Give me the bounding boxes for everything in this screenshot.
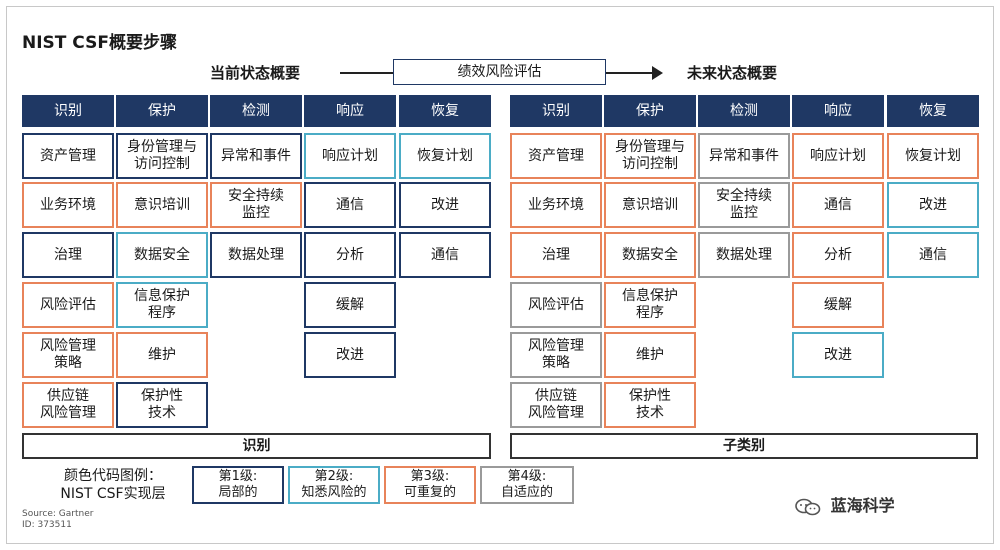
right-cell: 缓解 [792,282,884,328]
right-cell: 业务环境 [510,182,602,228]
right-cell: 改进 [887,182,979,228]
legend-tier-1: 第1级: 局部的 [192,466,284,504]
left-cell: 风险评估 [22,282,114,328]
slide-frame [6,6,994,544]
left-cell: 数据处理 [210,232,302,278]
arrow-left-segment [340,72,393,74]
assessment-box: 绩效风险评估 [393,59,606,85]
left-cell: 数据安全 [116,232,208,278]
future-state-label: 未来状态概要 [687,64,778,82]
arrow-right-icon [652,66,663,80]
left-header-3: 检测 [210,95,302,127]
right-cell: 风险管理 策略 [510,332,602,378]
right-cell: 改进 [792,332,884,378]
left-cell: 缓解 [304,282,396,328]
left-cell: 风险管理 策略 [22,332,114,378]
legend-tier-3: 第3级: 可重复的 [384,466,476,504]
right-cell: 异常和事件 [698,133,790,179]
right-cell: 数据安全 [604,232,696,278]
left-cell: 身份管理与 访问控制 [116,133,208,179]
wechat-icon [795,498,821,516]
right-cell: 分析 [792,232,884,278]
left-cell: 改进 [304,332,396,378]
brand-text: 蓝海科学 [830,496,895,515]
legend-tier-4: 第4级: 自适应的 [480,466,574,504]
right-cell: 安全持续 监控 [698,182,790,228]
legend-tier-2: 第2级: 知悉风险的 [288,466,380,504]
left-cell: 分析 [304,232,396,278]
left-cell: 恢复计划 [399,133,491,179]
right-cell: 信息保护 程序 [604,282,696,328]
left-cell: 响应计划 [304,133,396,179]
left-cell: 通信 [399,232,491,278]
left-cell: 异常和事件 [210,133,302,179]
right-cell: 恢复计划 [887,133,979,179]
left-cell: 改进 [399,182,491,228]
right-header-5: 恢复 [887,95,979,127]
left-header-5: 恢复 [399,95,491,127]
page-title: NIST CSF概要步骤 [22,33,177,53]
right-cell: 身份管理与 访问控制 [604,133,696,179]
left-cell: 信息保护 程序 [116,282,208,328]
source-note: Source: Gartner ID: 373511 [22,509,93,531]
left-cell: 维护 [116,332,208,378]
left-header-4: 响应 [304,95,396,127]
right-cell: 资产管理 [510,133,602,179]
right-header-4: 响应 [792,95,884,127]
left-cell: 保护性 技术 [116,382,208,428]
source-text: Source: Gartner [22,509,94,519]
right-cell: 通信 [887,232,979,278]
left-header-2: 保护 [116,95,208,127]
right-cell: 供应链 风险管理 [510,382,602,428]
brand-watermark: 蓝海科学 [795,492,895,516]
right-header-2: 保护 [604,95,696,127]
right-cell: 数据处理 [698,232,790,278]
left-cell: 资产管理 [22,133,114,179]
left-header-1: 识别 [22,95,114,127]
right-header-1: 识别 [510,95,602,127]
right-cell: 通信 [792,182,884,228]
legend-label: 颜色代码图例： NIST CSF实现层 [60,468,166,502]
right-cell: 维护 [604,332,696,378]
right-cell: 响应计划 [792,133,884,179]
left-cell: 治理 [22,232,114,278]
right-footer-bar: 子类别 [510,433,978,459]
left-cell: 意识培训 [116,182,208,228]
arrow-right-segment [606,72,652,74]
left-cell: 业务环境 [22,182,114,228]
left-cell: 通信 [304,182,396,228]
left-cell: 安全持续 监控 [210,182,302,228]
left-footer-bar: 识别 [22,433,491,459]
right-cell: 治理 [510,232,602,278]
right-cell: 意识培训 [604,182,696,228]
right-header-3: 检测 [698,95,790,127]
current-state-label: 当前状态概要 [210,64,301,82]
id-text: ID: 373511 [22,520,72,530]
left-cell: 供应链 风险管理 [22,382,114,428]
right-cell: 风险评估 [510,282,602,328]
right-cell: 保护性 技术 [604,382,696,428]
